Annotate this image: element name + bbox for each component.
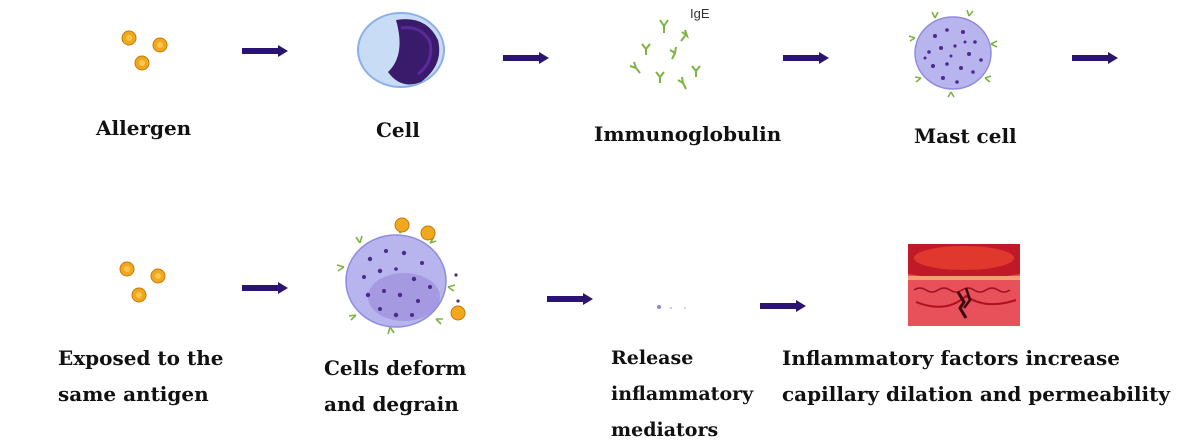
antigen-pollen-icon (119, 261, 166, 303)
arrow-1 (242, 45, 288, 57)
ige-label: IgE (690, 6, 710, 21)
arrow-4 (1072, 52, 1118, 64)
arrow-3 (783, 52, 829, 64)
arrow-6 (547, 293, 593, 305)
degranulating-cell-icon (336, 217, 466, 335)
cell-label: Cell (376, 118, 420, 142)
immunoglobulin-icon (629, 19, 701, 90)
allergen-label: Allergen (96, 116, 192, 140)
inflammatory-label-line1: Inflammatory factors increase (782, 346, 1120, 370)
exposed-antigen-label-line2: same antigen (58, 382, 209, 406)
mast-cell-icon (908, 9, 998, 98)
degrain-label-line1: Cells deform (324, 356, 467, 380)
allergen-pollen-icon (121, 30, 168, 71)
arrow-7 (760, 300, 806, 312)
mediators-icon (657, 305, 686, 309)
release-label-line2: inflammatory (611, 383, 754, 405)
mast-cell-label: Mast cell (914, 124, 1017, 148)
degrain-label-line2: and degrain (324, 392, 459, 416)
inflammatory-label-line2: capillary dilation and permeability (782, 382, 1170, 406)
inflamed-tissue-icon (908, 244, 1020, 326)
release-label-line3: mediators (611, 419, 719, 441)
immunoglobulin-label: Immunoglobulin (594, 122, 782, 146)
release-label-line1: Release (611, 347, 694, 369)
arrow-2 (503, 52, 549, 64)
cell-icon (357, 12, 445, 88)
arrow-5 (242, 282, 288, 294)
exposed-antigen-label-line1: Exposed to the (58, 346, 224, 370)
